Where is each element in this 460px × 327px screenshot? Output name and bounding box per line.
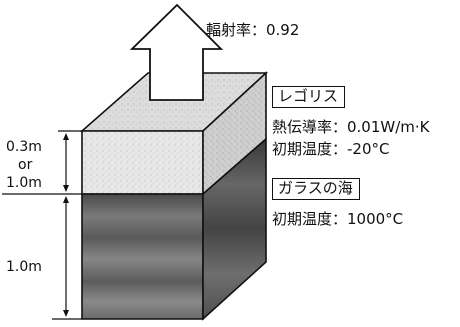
upper-depth-a: 0.3m: [6, 139, 42, 155]
dimension-upper: [2, 130, 82, 195]
glass-sea-side-face: [202, 137, 267, 321]
regolith-front-face: [81, 130, 204, 195]
glass-sea-front-face: [81, 193, 204, 320]
upper-depth-or: or: [18, 157, 33, 173]
radiation-arrow: [129, 3, 224, 101]
glass-sea-initial-temp: 初期温度：1000°C: [272, 210, 404, 228]
regolith-name-box: レゴリス: [272, 86, 346, 108]
upper-depth-b: 1.0m: [6, 175, 42, 191]
dimension-lower: [52, 196, 82, 320]
glass-sea-name-box: ガラスの海: [272, 178, 360, 200]
regolith-conductivity: 熱伝導率：0.01W/m·K: [272, 118, 430, 136]
emissivity-label: 輻射率：0.92: [206, 21, 300, 39]
regolith-initial-temp: 初期温度：-20°C: [272, 140, 390, 158]
lower-depth: 1.0m: [6, 259, 42, 275]
